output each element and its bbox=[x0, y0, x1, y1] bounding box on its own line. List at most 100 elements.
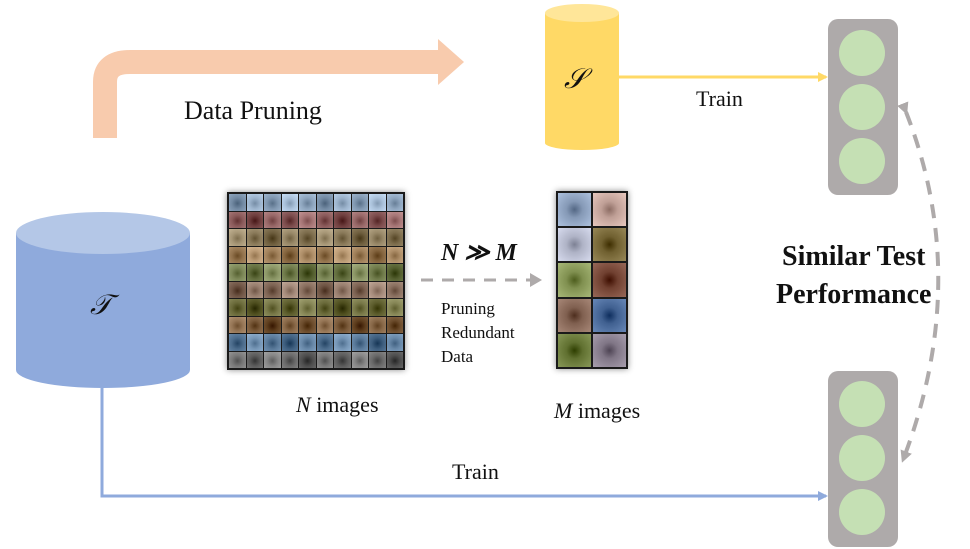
similar-performance-dashed-arrow bbox=[897, 101, 941, 463]
thumbnail-truck bbox=[299, 351, 316, 368]
model-full-light-1 bbox=[839, 381, 885, 427]
thumbnail-automobile bbox=[264, 211, 281, 228]
n-much-greater-m-label: N ≫ M bbox=[441, 240, 517, 266]
thumbnail-frog bbox=[386, 299, 403, 316]
n-images-caption: N images bbox=[296, 392, 379, 418]
similar-performance-label: Similar Test Performance bbox=[776, 238, 931, 314]
subset-dataset-cylinder bbox=[545, 4, 619, 150]
thumbnail-frog bbox=[264, 299, 281, 316]
thumbnail-frog bbox=[246, 299, 263, 316]
full-dataset-symbol: 𝒯 bbox=[90, 288, 112, 321]
pruned-thumbnail bbox=[593, 263, 626, 297]
thumbnail-frog bbox=[299, 299, 316, 316]
thumbnail-horse bbox=[369, 316, 386, 333]
thumbnail-deer bbox=[334, 264, 351, 281]
thumbnail-deer bbox=[264, 264, 281, 281]
thumbnail-dog bbox=[281, 281, 298, 298]
thumbnail-deer bbox=[369, 264, 386, 281]
pruning-desc-line-1: Pruning bbox=[441, 299, 495, 318]
thumbnail-truck bbox=[334, 351, 351, 368]
thumbnail-automobile bbox=[229, 211, 246, 228]
train-label-full: Train bbox=[452, 459, 499, 484]
thumbnail-airplane bbox=[281, 194, 298, 211]
model-subset-light-2 bbox=[839, 84, 885, 130]
thumbnail-bird bbox=[334, 229, 351, 246]
thumbnail-bird bbox=[351, 229, 368, 246]
thumbnail-dog bbox=[334, 281, 351, 298]
thumbnail-bird bbox=[229, 229, 246, 246]
thumbnail-frog bbox=[351, 299, 368, 316]
model-full-light-2 bbox=[839, 435, 885, 481]
model-subset bbox=[828, 19, 898, 195]
thumbnail-dog bbox=[264, 281, 281, 298]
similar-line-1: Similar Test bbox=[782, 241, 926, 272]
thumbnail-horse bbox=[299, 316, 316, 333]
thumbnail-horse bbox=[229, 316, 246, 333]
thumbnail-ship bbox=[316, 334, 333, 351]
pruned-thumbnail bbox=[593, 228, 626, 262]
thumbnail-horse bbox=[351, 316, 368, 333]
thumbnail-ship bbox=[281, 334, 298, 351]
full-dataset-cylinder bbox=[16, 212, 190, 388]
thumbnail-cat bbox=[264, 246, 281, 263]
pruned-thumbnail bbox=[558, 263, 591, 297]
thumbnail-horse bbox=[281, 316, 298, 333]
thumbnail-airplane bbox=[386, 194, 403, 211]
thumbnail-automobile bbox=[246, 211, 263, 228]
thumbnail-truck bbox=[316, 351, 333, 368]
model-subset-light-1 bbox=[839, 30, 885, 76]
thumbnail-cat bbox=[299, 246, 316, 263]
thumbnail-truck bbox=[264, 351, 281, 368]
thumbnail-automobile bbox=[316, 211, 333, 228]
pruning-dashed-arrowhead bbox=[530, 273, 542, 287]
m-images-caption: M images bbox=[554, 398, 640, 424]
thumbnail-airplane bbox=[351, 194, 368, 211]
thumbnail-horse bbox=[264, 316, 281, 333]
thumbnail-ship bbox=[386, 334, 403, 351]
thumbnail-airplane bbox=[299, 194, 316, 211]
thumbnail-frog bbox=[316, 299, 333, 316]
pruned-thumbnail bbox=[558, 333, 591, 367]
thumbnail-bird bbox=[316, 229, 333, 246]
thumbnail-dog bbox=[246, 281, 263, 298]
pruned-thumbnail bbox=[593, 193, 626, 227]
thumbnail-cat bbox=[334, 246, 351, 263]
thumbnail-cat bbox=[369, 246, 386, 263]
m-variable: M bbox=[554, 398, 573, 423]
pruning-description: Pruning Redundant Data bbox=[441, 297, 515, 369]
thumbnail-automobile bbox=[281, 211, 298, 228]
data-pruning-label: Data Pruning bbox=[184, 96, 322, 125]
thumbnail-cat bbox=[316, 246, 333, 263]
pruned-thumbnail bbox=[558, 298, 591, 332]
thumbnail-dog bbox=[386, 281, 403, 298]
thumbnail-ship bbox=[264, 334, 281, 351]
thumbnail-deer bbox=[386, 264, 403, 281]
thumbnail-deer bbox=[316, 264, 333, 281]
thumbnail-ship bbox=[334, 334, 351, 351]
thumbnail-frog bbox=[281, 299, 298, 316]
thumbnail-ship bbox=[229, 334, 246, 351]
thumbnail-ship bbox=[246, 334, 263, 351]
thumbnail-truck bbox=[351, 351, 368, 368]
thumbnail-bird bbox=[299, 229, 316, 246]
pruning-desc-line-2: Redundant bbox=[441, 323, 515, 342]
pruned-thumbnail bbox=[593, 298, 626, 332]
thumbnail-ship bbox=[369, 334, 386, 351]
pruned-thumbnail bbox=[558, 193, 591, 227]
thumbnail-truck bbox=[369, 351, 386, 368]
thumbnail-deer bbox=[246, 264, 263, 281]
thumbnail-deer bbox=[281, 264, 298, 281]
thumbnail-automobile bbox=[299, 211, 316, 228]
thumbnail-bird bbox=[369, 229, 386, 246]
pruning-arrow bbox=[93, 39, 464, 138]
thumbnail-horse bbox=[334, 316, 351, 333]
thumbnail-bird bbox=[264, 229, 281, 246]
thumbnail-truck bbox=[246, 351, 263, 368]
thumbnail-horse bbox=[316, 316, 333, 333]
thumbnail-dog bbox=[369, 281, 386, 298]
thumbnail-frog bbox=[229, 299, 246, 316]
thumbnail-bird bbox=[281, 229, 298, 246]
thumbnail-automobile bbox=[334, 211, 351, 228]
subset-dataset-symbol: 𝒮 bbox=[564, 62, 586, 95]
